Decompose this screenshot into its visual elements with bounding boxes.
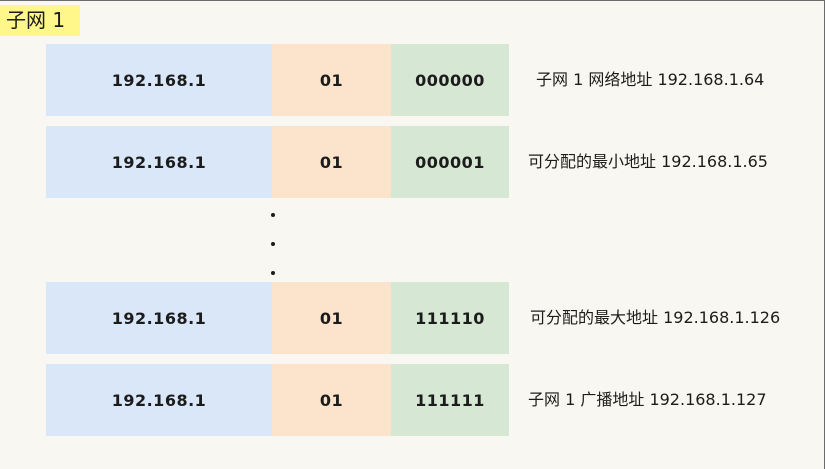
host-bits: 000001	[391, 126, 509, 198]
subnet-bits: 01	[272, 364, 391, 436]
subnet-bits: 01	[272, 282, 391, 354]
address-description: 可分配的最大地址 192.168.1.126	[530, 308, 781, 327]
ellipsis-dot	[271, 271, 275, 275]
subnet-bits: 01	[272, 126, 391, 198]
network-part: 192.168.1	[46, 44, 272, 116]
host-bits: 000000	[391, 44, 509, 116]
host-bits: 111111	[391, 364, 509, 436]
network-part: 192.168.1	[46, 364, 272, 436]
ellipsis-dot	[271, 242, 275, 246]
address-description: 子网 1 网络地址 192.168.1.64	[536, 70, 765, 89]
address-description: 子网 1 广播地址 192.168.1.127	[528, 390, 767, 409]
network-part: 192.168.1	[46, 126, 272, 198]
host-bits: 111110	[391, 282, 509, 354]
subnet-bits: 01	[272, 44, 391, 116]
network-part: 192.168.1	[46, 282, 272, 354]
ellipsis-dot	[271, 213, 275, 217]
subnet-label: 子网 1	[0, 5, 80, 36]
address-description: 可分配的最小地址 192.168.1.65	[528, 152, 768, 171]
